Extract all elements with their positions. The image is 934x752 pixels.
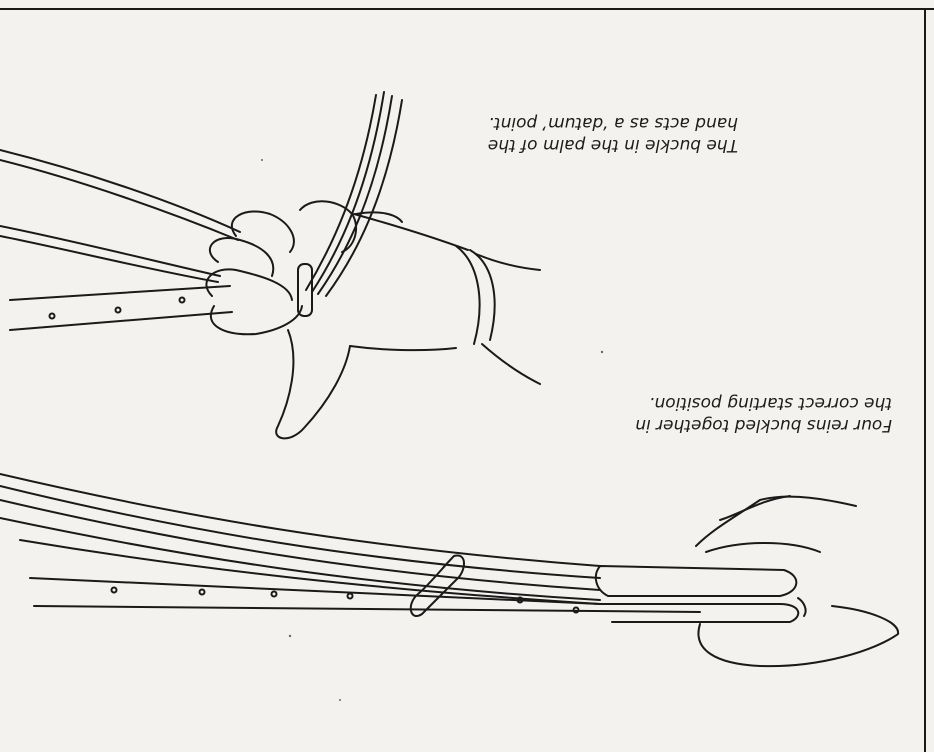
caption-reins-line2: the correct starting position. bbox=[620, 392, 892, 414]
caption-buckle-datum: The buckle in the palm of the hand acts … bbox=[448, 112, 738, 156]
caption-buckle-line1: The buckle in the palm of the bbox=[448, 134, 738, 156]
caption-buckle-line2: hand acts as a ‘datum’ point. bbox=[448, 112, 738, 134]
caption-reins-line1: Four reins buckled together in bbox=[620, 414, 892, 436]
caption-four-reins: Four reins buckled together in the corre… bbox=[620, 392, 892, 436]
arm-and-hand-with-four-reins-icon bbox=[0, 474, 898, 666]
